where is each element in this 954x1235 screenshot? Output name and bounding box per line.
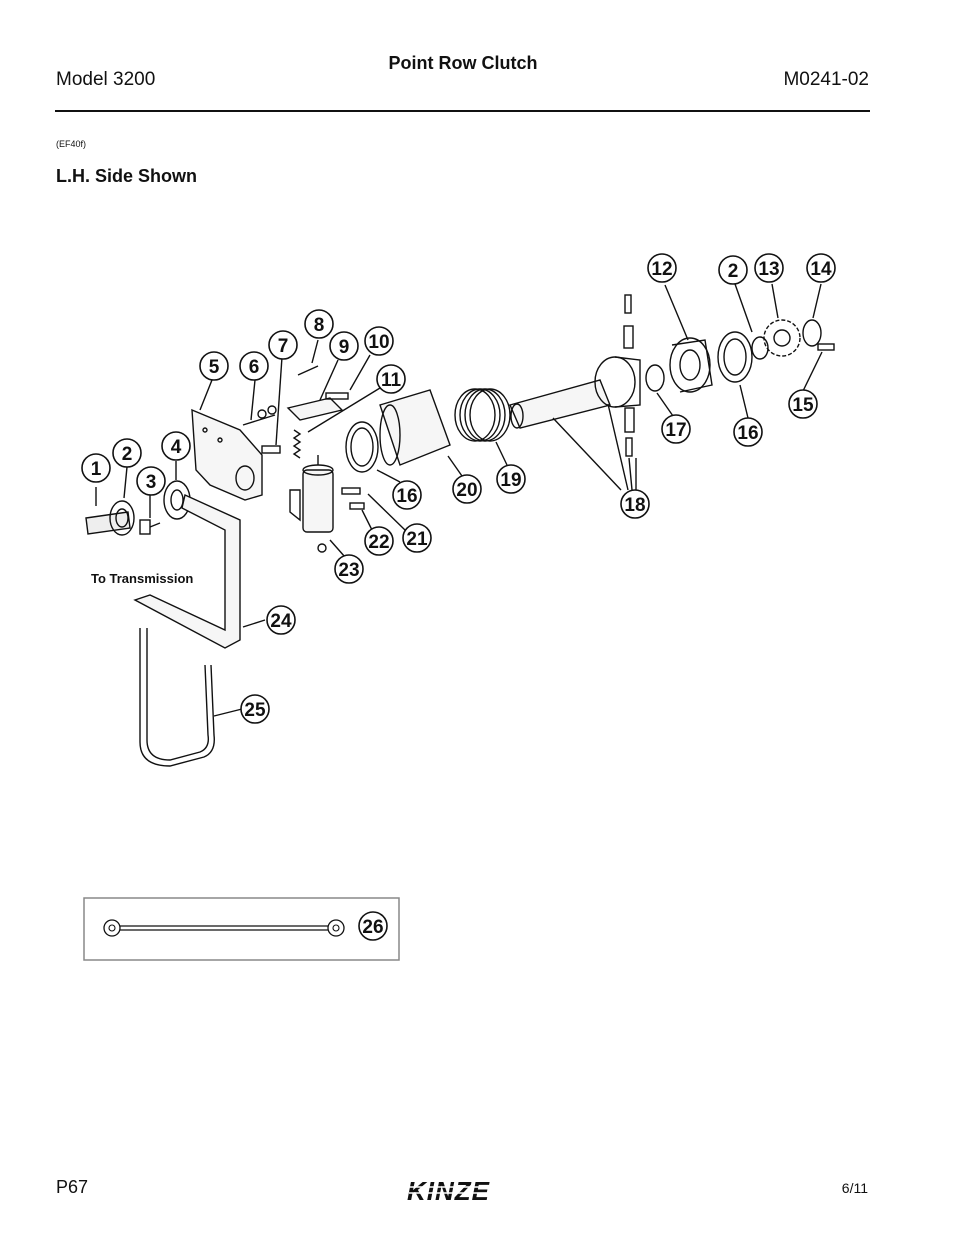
callout-circle [496,464,526,494]
callout-circle [240,694,270,724]
section-subheading: L.H. Side Shown [56,166,198,186]
callout-number: 2 [728,261,739,282]
callout-4: 4 [161,431,191,461]
inset-frame [83,897,400,961]
callout-number: 11 [381,370,402,391]
callout-circle [647,253,677,283]
callout-23: 23 [334,554,364,584]
callout-number: 4 [171,437,182,458]
callout-number: 8 [314,315,325,336]
callout-16: 16 [392,480,422,510]
callout-circle [329,331,359,361]
callout-circle [402,523,432,553]
callout-number: 3 [146,472,157,493]
callout-number: 9 [339,337,350,358]
callout-21: 21 [402,523,432,553]
callout-circle [161,431,191,461]
callout-6: 6 [239,351,269,381]
callout-9: 9 [329,331,359,361]
callout-25: 25 [240,694,270,724]
callout-circle [754,253,784,283]
callout-12: 12 [647,253,677,283]
callout-number: 16 [737,423,758,444]
callout-number: 15 [792,395,814,416]
callout-circle [239,351,269,381]
callout-number: 22 [368,532,389,553]
callout-22: 22 [364,526,394,556]
callout-circle [718,255,748,285]
callout-circle [334,554,364,584]
callout-number: 12 [651,259,672,280]
callout-11: 11 [376,364,406,394]
callout-number: 10 [368,332,389,353]
callout-16: 16 [733,417,763,447]
callout-circle [81,453,111,483]
callout-number: 13 [758,259,779,280]
callout-number: 6 [249,357,260,378]
callout-26: 26 [358,911,388,941]
callout-circle [620,489,650,519]
callout-20: 20 [452,474,482,504]
callout-circle [452,474,482,504]
callout-14: 14 [806,253,836,283]
callout-number: 25 [244,700,266,721]
to-transmission-label: To Transmission [91,571,194,586]
callout-24: 24 [266,605,296,635]
callout-17: 17 [661,414,691,444]
callout-circle [364,526,394,556]
callout-circle [304,309,334,339]
callout-number: 1 [91,459,102,480]
kinze-logo-text: KINZE [407,1178,490,1204]
callout-2: 2 [718,255,748,285]
callout-8: 8 [304,309,334,339]
callout-7: 7 [268,330,298,360]
callout-circle [266,605,296,635]
callout-circle [268,330,298,360]
callout-circle [376,364,406,394]
model-label: Model 3200 [56,69,156,90]
page-number: P67 [56,1177,89,1197]
callout-circle [364,326,394,356]
figure-reference: (EF40f) [56,139,87,149]
kinze-logo: KINZE [407,1178,517,1204]
callout-number: 2 [122,444,133,465]
callout-number: 26 [362,917,383,938]
callout-number: 7 [278,336,289,357]
callout-number: 17 [665,420,686,441]
callout-number: 16 [396,486,417,507]
callout-2: 2 [112,438,142,468]
manual-number: M0241-02 [783,69,869,90]
callout-13: 13 [754,253,784,283]
callout-circle [661,414,691,444]
callout-15: 15 [788,389,818,419]
callout-number: 20 [456,480,477,501]
page-title: Point Row Clutch [388,53,538,73]
callout-number: 23 [338,560,359,581]
callout-number: 21 [406,529,428,550]
callout-number: 14 [810,259,832,280]
callout-number: 19 [500,470,521,491]
callout-number: 18 [624,495,645,516]
callout-circle [199,351,229,381]
callout-circle [136,466,166,496]
callout-circle [733,417,763,447]
callout-number: 5 [209,357,220,378]
callout-circle [392,480,422,510]
callout-10: 10 [364,326,394,356]
callout-19: 19 [496,464,526,494]
callout-circle [788,389,818,419]
callout-18: 18 [620,489,650,519]
callout-circle [806,253,836,283]
callout-circle [112,438,142,468]
callout-1: 1 [81,453,111,483]
revision-date: 6/11 [841,1180,868,1196]
callout-number: 24 [270,611,292,632]
header-rule [55,110,870,112]
callout-circle [358,911,388,941]
callout-5: 5 [199,351,229,381]
callout-3: 3 [136,466,166,496]
